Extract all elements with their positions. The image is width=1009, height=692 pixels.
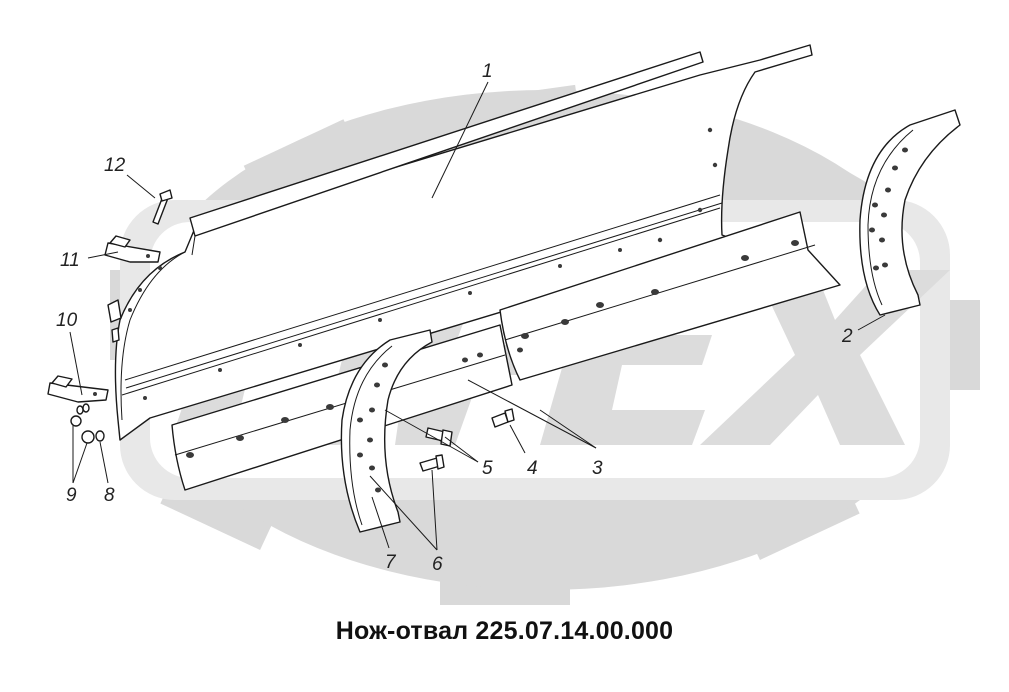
part-9-nut bbox=[70, 415, 95, 444]
callout-9: 9 bbox=[66, 485, 77, 506]
callout-10: 10 bbox=[56, 310, 78, 331]
part-1-moldboard bbox=[114, 44, 813, 441]
leader-lines bbox=[69, 81, 886, 551]
callout-4: 4 bbox=[527, 458, 538, 479]
callout-2: 2 bbox=[841, 326, 853, 347]
part-8-nut-washer bbox=[76, 403, 105, 442]
callout-6: 6 bbox=[432, 554, 443, 575]
callout-8: 8 bbox=[104, 485, 115, 506]
part-2-end-knife-right bbox=[859, 109, 961, 316]
part-3-cutting-edge-right bbox=[499, 211, 841, 381]
callout-12: 12 bbox=[104, 155, 126, 176]
callout-7: 7 bbox=[385, 552, 397, 573]
callout-11: 11 bbox=[60, 250, 80, 271]
part-10-bracket bbox=[47, 375, 109, 403]
callout-3: 3 bbox=[592, 458, 603, 479]
diagram-caption: Нож-отвал 225.07.14.00.000 bbox=[335, 617, 674, 645]
part-12-pin bbox=[152, 189, 173, 225]
callout-1: 1 bbox=[482, 61, 493, 82]
part-4-bolt bbox=[491, 408, 515, 428]
part-11-bracket bbox=[104, 235, 161, 263]
callout-5: 5 bbox=[482, 458, 493, 479]
part-5-bolt bbox=[425, 427, 453, 447]
part-7-end-knife-left bbox=[340, 329, 433, 533]
part-6-bolt bbox=[419, 454, 445, 472]
callout-labels: 1 2 3 4 5 6 7 8 9 10 11 12 bbox=[56, 61, 853, 575]
